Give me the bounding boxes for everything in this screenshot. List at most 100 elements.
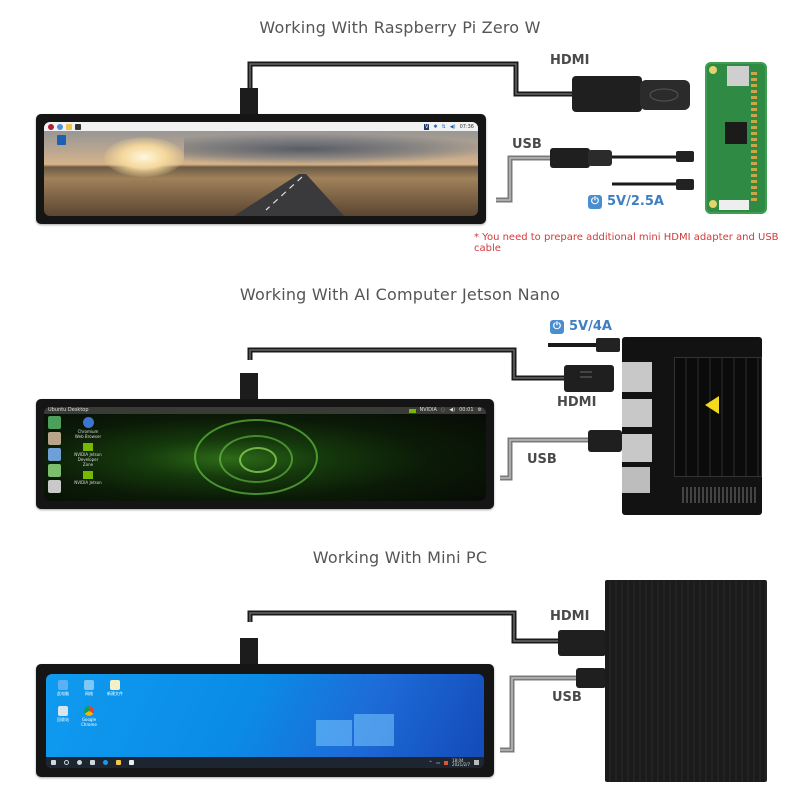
trash-icon[interactable] — [57, 135, 66, 145]
desktop-icon-recycle-bin[interactable]: 回收站 — [52, 706, 74, 727]
hdmi-plug-monitor — [240, 88, 258, 114]
section-title-jetson-nano: Working With AI Computer Jetson Nano — [239, 285, 561, 304]
gpio-header — [682, 487, 758, 503]
power-spec-jetson: ⏻ 5V/4A — [550, 319, 612, 334]
edge-icon[interactable] — [103, 760, 108, 765]
desktop-icon-chrome[interactable]: Google Chrome — [78, 706, 100, 727]
usb-label-pi: USB — [512, 137, 542, 152]
desktop-icon-nvidia-zone[interactable]: NVIDIA Jetson Developer Zone — [74, 443, 102, 467]
folder-icon[interactable] — [66, 123, 72, 130]
icon-label: 新建文件 — [107, 691, 123, 696]
search-icon[interactable] — [64, 760, 69, 765]
recycle-bin-icon — [58, 706, 68, 716]
notification-icon[interactable] — [474, 760, 479, 765]
files-icon[interactable] — [48, 432, 61, 445]
network-icon[interactable]: ▭ — [436, 760, 441, 765]
top-bar-title: Ubuntu Desktop — [48, 407, 89, 413]
volume-icon[interactable]: ◀) — [449, 123, 456, 130]
widgets-icon[interactable] — [90, 760, 95, 765]
nvidia-icon — [83, 443, 93, 451]
hdmi-label-pi: HDMI — [550, 53, 590, 68]
browser-icon[interactable] — [57, 123, 63, 130]
vnc-icon[interactable]: V — [423, 123, 430, 130]
icon-label: 此电脑 — [57, 691, 69, 696]
power-icon: ⏻ — [588, 194, 602, 209]
date: 2021/2/7 — [452, 761, 470, 767]
desktop-icon-computer[interactable]: 此电脑 — [52, 680, 74, 697]
system-tray: ^ ▭ 18:04 2021/2/7 — [428, 757, 479, 767]
usb-label-jetson: USB — [527, 452, 557, 467]
impress-icon[interactable] — [48, 480, 61, 493]
raspberry-pi-zero-board — [705, 62, 767, 214]
usb-plug-minipc — [576, 668, 606, 688]
calc-icon[interactable] — [48, 464, 61, 477]
hdmi-plug-monitor — [240, 638, 258, 664]
volume-icon[interactable]: ◀) — [449, 407, 456, 413]
file-icon — [110, 680, 120, 690]
ubuntu-dash-icon[interactable] — [48, 416, 61, 429]
ubuntu-launcher — [48, 416, 61, 493]
network-icon[interactable]: ◌ — [440, 407, 446, 413]
time: 18:04 — [452, 757, 464, 763]
hdmi-label-minipc: HDMI — [550, 609, 590, 624]
store-icon[interactable] — [129, 760, 134, 765]
usb-otg-adapter-pi — [550, 148, 694, 190]
explorer-icon[interactable] — [116, 760, 121, 765]
icon-label: Google Chrome — [81, 717, 97, 727]
display-monitor-minipc: 此电脑 网络 新建文件 回收站 Google Chrome ^ ▭ 18:04 … — [36, 638, 494, 777]
raspberry-icon[interactable] — [48, 123, 54, 130]
warning-icon — [705, 396, 719, 414]
hdmi-plug-minipc — [558, 630, 606, 656]
windows-logo-wallpaper — [316, 712, 394, 746]
wallpaper-sun — [104, 137, 184, 177]
ethernet-port — [622, 467, 650, 493]
usb-label-minipc: USB — [552, 690, 582, 705]
desktop-icon-file[interactable]: 新建文件 — [104, 680, 126, 697]
icon-label: 回收站 — [57, 717, 69, 722]
settings-icon[interactable]: ⚙ — [477, 407, 482, 413]
clock[interactable]: 18:04 2021/2/7 — [452, 757, 470, 767]
hdmi-label-jetson: HDMI — [557, 395, 597, 410]
system-tray: NVIDIA ◌ ◀) 00:01 ⚙ — [408, 407, 486, 414]
wallpaper-swirl — [194, 419, 318, 495]
nvidia-icon[interactable] — [408, 408, 416, 413]
desktop-icon-network[interactable]: 网络 — [78, 680, 100, 697]
bluetooth-icon[interactable]: ✱ — [433, 123, 438, 130]
app-tray-icon[interactable] — [444, 760, 449, 765]
desktop-icon-nvidia-jetson[interactable]: NVIDIA Jetson — [74, 471, 102, 485]
wallpaper-swirl — [239, 447, 277, 473]
chrome-icon — [84, 706, 94, 716]
network-icon — [84, 680, 94, 690]
camera-connector — [719, 200, 749, 210]
wallpaper-road-graphic — [234, 174, 344, 216]
display-monitor-jetson: Ubuntu Desktop NVIDIA ◌ ◀) 00:01 ⚙ Chrom… — [36, 373, 494, 509]
soc-chip — [725, 122, 747, 144]
gpio-header — [751, 72, 757, 202]
wallpaper-swirl — [219, 435, 293, 483]
desktop-icon-chromium[interactable]: Chromium Web Browser — [74, 417, 102, 439]
writer-icon[interactable] — [48, 448, 61, 461]
sd-card-slot — [727, 66, 749, 86]
icon-label: NVIDIA Jetson Developer Zone — [74, 452, 102, 467]
mount-hole — [709, 200, 717, 208]
power-value: 5V/4A — [569, 319, 612, 334]
clock: 07:36 — [459, 123, 474, 130]
jetson-nano-board — [622, 337, 762, 515]
usb-plug-jetson — [588, 430, 622, 452]
power-spec-pi: ⏻ 5V/2.5A — [588, 194, 664, 209]
chevron-up-icon[interactable]: ^ — [428, 760, 433, 765]
windows-taskbar: ^ ▭ 18:04 2021/2/7 — [46, 757, 484, 768]
display-monitor-pi: V ✱ ⇅ ◀) 07:36 — [36, 88, 486, 224]
usb-port — [622, 362, 652, 392]
icon-label: Chromium Web Browser — [74, 429, 102, 439]
network-icon[interactable]: ⇅ — [441, 123, 446, 130]
hdmi-plug-monitor — [240, 373, 258, 399]
start-icon[interactable] — [51, 760, 56, 765]
wallpaper-clouds — [184, 134, 478, 164]
ubuntu-top-bar: Ubuntu Desktop NVIDIA ◌ ◀) 00:01 ⚙ — [44, 407, 486, 414]
terminal-icon[interactable] — [75, 123, 81, 130]
power-plug-jetson — [596, 338, 620, 352]
chromium-icon — [82, 417, 94, 428]
task-view-icon[interactable] — [77, 760, 82, 765]
